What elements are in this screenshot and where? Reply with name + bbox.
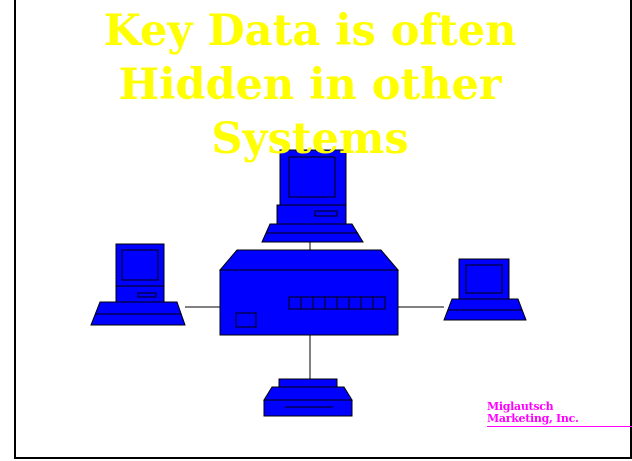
title-line: Hidden in other [118,60,502,110]
slide-frame [14,0,632,459]
company-name: Miglautsch Marketing, Inc. [487,401,632,427]
title-line: Key Data is often [103,6,517,56]
printer-icon [263,378,353,417]
desktop-computer-icon [261,149,364,243]
network-hub-icon [218,249,400,336]
company-line-2: Marketing, Inc. [487,413,632,427]
title-line: Systems [211,114,409,164]
desktop-computer-icon [443,258,527,321]
slide-title: Key Data is often Hidden in other System… [0,4,626,166]
connection-lines [185,242,444,380]
company-line-1: Miglautsch [487,400,554,413]
desktop-computer-icon [90,243,186,326]
